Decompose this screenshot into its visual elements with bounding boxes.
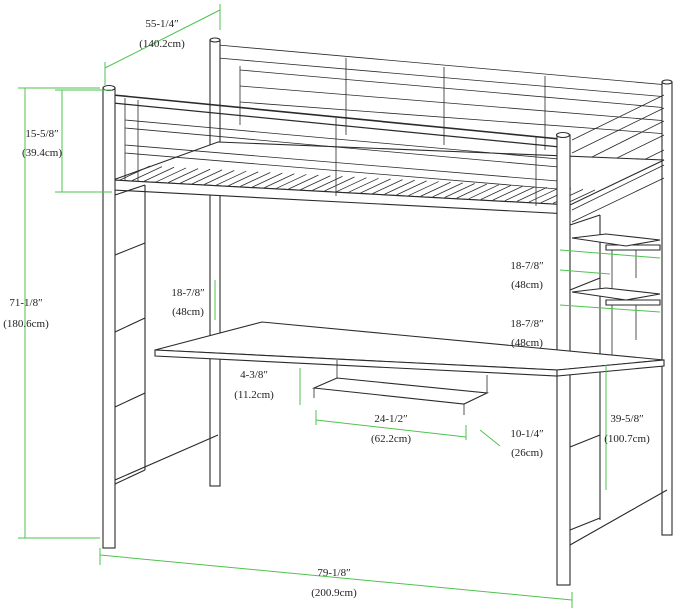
bed-slat [143, 166, 175, 182]
bed-slat [204, 170, 235, 185]
bed-slat [324, 176, 355, 192]
loft-bed-frame [102, 37, 673, 586]
front-guardrail [112, 94, 571, 206]
shelf-spacing-upper-metric: (48cm) [511, 279, 543, 291]
bed-slat [155, 167, 187, 183]
guardrail-height-imperial: 15-5/8″ [25, 128, 58, 140]
keyboard-tray [311, 360, 490, 415]
bed-slat [516, 187, 548, 202]
bed-slat [191, 169, 223, 185]
back-guardrail [217, 44, 669, 150]
back-right-post [661, 79, 673, 536]
bed-slat [336, 177, 367, 193]
bed-slat [372, 179, 403, 194]
bed-slat [468, 184, 499, 200]
bed-slat [348, 177, 379, 193]
shelf-spacing-lower-metric: (48cm) [511, 337, 543, 349]
left-ladder [114, 184, 146, 485]
bed-slat [252, 172, 283, 188]
desk-top [154, 321, 665, 377]
side-shelves [571, 233, 661, 355]
front-left-post [102, 84, 116, 549]
bed-slat [216, 170, 247, 186]
keyboard-tray-depth-metric: (26cm) [511, 447, 543, 459]
bed-slat [276, 174, 307, 189]
bed-slat [384, 179, 415, 195]
desk-height-imperial: 39-5/8″ [610, 413, 643, 425]
shelf-spacing-upper-imperial: 18-7/8″ [510, 260, 543, 272]
keyboard-tray-drop-metric: (11.2cm) [234, 389, 274, 401]
bottom-side-rails [114, 434, 668, 546]
bed-slat [131, 166, 163, 182]
bed-slat [396, 180, 427, 196]
overall-length-metric: (200.9cm) [311, 587, 357, 599]
bed-slat [420, 181, 451, 197]
bed-slat [240, 172, 271, 187]
keyboard-tray-width-metric: (62.2cm) [371, 433, 411, 445]
back-left-post [209, 37, 221, 487]
bed-slat [444, 183, 475, 198]
bed-slat [408, 181, 439, 196]
dimension-labels: 55-1/4″ (140.2cm) 15-5/8″ (39.4cm) 71-1/… [3, 18, 650, 599]
overall-height-imperial: 71-1/8″ [9, 297, 42, 309]
bed-slat [288, 174, 319, 190]
bed-slat [360, 178, 391, 194]
desk-clearance-metric: (48cm) [172, 306, 204, 318]
bed-slat [264, 173, 295, 189]
dimension-lines [18, 4, 661, 608]
bed-slat [480, 185, 511, 200]
overall-length-imperial: 79-1/8″ [317, 567, 350, 579]
bed-slat [432, 182, 463, 198]
overall-height-metric: (180.6cm) [3, 318, 49, 330]
desk-clearance-imperial: 18-7/8″ [171, 287, 204, 299]
bed-slat [300, 175, 331, 191]
bed-width-metric: (140.2cm) [139, 38, 185, 50]
bed-width-imperial: 55-1/4″ [145, 18, 178, 30]
mattress-platform [112, 141, 665, 215]
desk-height-metric: (100.7cm) [604, 433, 650, 445]
shelf-spacing-lower-imperial: 18-7/8″ [510, 318, 543, 330]
bed-slat [228, 171, 259, 187]
keyboard-tray-depth-imperial: 10-1/4″ [510, 428, 543, 440]
bed-slat [312, 176, 343, 191]
keyboard-tray-width-imperial: 24-1/2″ [374, 413, 407, 425]
guardrail-height-metric: (39.4cm) [22, 147, 62, 159]
bed-slat [179, 168, 211, 184]
bed-slat [456, 183, 487, 199]
bed-slat [504, 186, 536, 202]
bed-slat [528, 187, 560, 203]
bed-slat [167, 168, 199, 183]
bed-slat [492, 185, 524, 201]
keyboard-tray-drop-imperial: 4-3/8″ [240, 369, 268, 381]
